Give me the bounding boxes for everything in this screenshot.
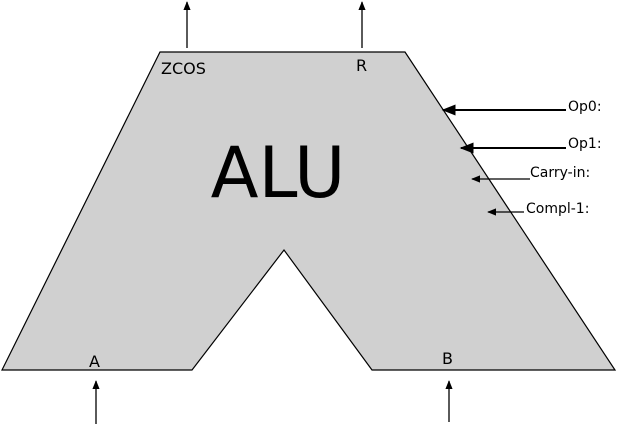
- carry-in-label: Carry-in:: [530, 165, 590, 181]
- alu-title: ALU: [211, 132, 346, 214]
- alu-body: [1, 51, 617, 371]
- zcos-label: ZCOS: [161, 59, 206, 78]
- op1-label: Op1:: [568, 136, 602, 152]
- a-label: A: [89, 352, 100, 371]
- r-label: R: [356, 56, 367, 75]
- compl-1-label: Compl-1:: [526, 201, 589, 217]
- b-label: B: [442, 349, 453, 368]
- op0-label: Op0:: [568, 99, 602, 115]
